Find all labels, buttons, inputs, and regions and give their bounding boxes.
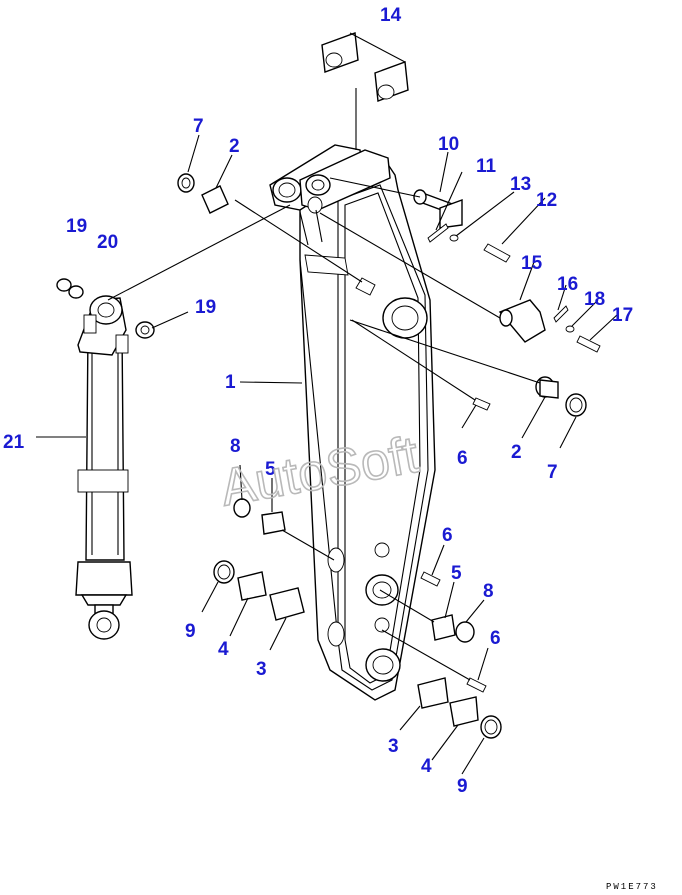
callout-5: 5 xyxy=(265,459,276,480)
callout-5-second: 5 xyxy=(451,563,462,584)
callout-8-second: 8 xyxy=(483,581,494,602)
part-10-pin xyxy=(413,189,463,229)
callout-6-third: 6 xyxy=(490,628,501,649)
callout-10: 10 xyxy=(438,134,459,155)
callout-16: 16 xyxy=(557,274,578,295)
callout-labels: 14 7 2 10 11 13 12 15 16 18 17 19 20 19 … xyxy=(3,5,633,797)
callout-7-second: 7 xyxy=(547,462,558,483)
callout-18: 18 xyxy=(584,289,605,310)
part-15-pin xyxy=(498,299,546,343)
callout-19: 19 xyxy=(66,216,87,237)
bushings-and-rings xyxy=(56,173,587,739)
callout-6: 6 xyxy=(457,448,468,469)
callout-3: 3 xyxy=(256,659,267,680)
callout-3-second: 3 xyxy=(388,736,399,757)
drawing-code: PW1E773 xyxy=(606,882,658,892)
callout-14: 14 xyxy=(380,5,402,26)
callout-12: 12 xyxy=(536,190,557,211)
callout-9-second: 9 xyxy=(457,776,468,797)
callout-4-second: 4 xyxy=(421,756,432,777)
callout-21: 21 xyxy=(3,432,25,453)
callout-11: 11 xyxy=(476,156,497,177)
part-14-shims xyxy=(321,32,409,102)
small-hardware xyxy=(427,223,601,353)
callout-8: 8 xyxy=(230,436,241,457)
callout-9: 9 xyxy=(185,621,196,642)
callout-7: 7 xyxy=(193,116,204,137)
callout-4: 4 xyxy=(218,639,229,660)
callout-15: 15 xyxy=(521,253,543,274)
callout-1: 1 xyxy=(225,372,236,393)
callout-6-second: 6 xyxy=(442,525,453,546)
leader-lines xyxy=(36,32,619,775)
hydraulic-cylinder xyxy=(75,295,133,640)
callout-20: 20 xyxy=(97,232,118,253)
callout-13: 13 xyxy=(510,174,531,195)
callout-2-second: 2 xyxy=(511,442,522,463)
callout-2: 2 xyxy=(229,136,240,157)
callout-17: 17 xyxy=(612,305,633,326)
callout-19-second: 19 xyxy=(195,297,216,318)
arm-body xyxy=(269,144,436,701)
